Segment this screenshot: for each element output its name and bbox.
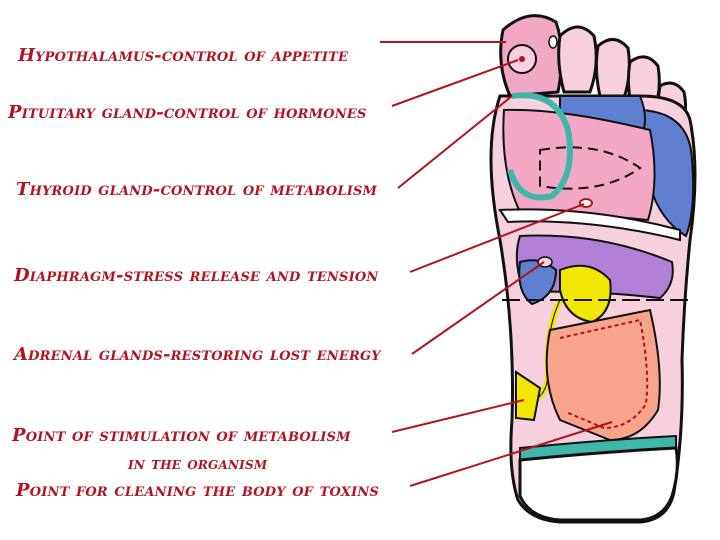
toe-dot [548,35,558,49]
intestine-zone [545,308,661,442]
label-toxins: Point for cleaning the body of toxins [16,480,380,501]
leader-toxins [409,421,613,487]
label-diaphragm: Diaphragm-stress release and tension [14,265,379,286]
label-pituitary: Pituitary gland-control of hormones [8,102,367,123]
label-metabolism: Point of stimulation of metabolism [12,425,351,446]
leader-adrenal [411,261,545,355]
second-toe [557,25,598,94]
thyroid-zone [507,92,573,201]
heel [518,446,679,522]
label-adrenal: Adrenal glands-restoring lost energy [14,344,381,365]
leader-thyroid [397,95,513,189]
label-hypothalamus: Hypothalamus-control of appetite [18,45,349,66]
third-toe [594,38,631,100]
toes [499,14,688,130]
leader-lines [380,41,613,487]
leader-metabolism [391,399,525,433]
diaphragm-band [498,208,681,242]
chest-zone [502,108,656,222]
yellow-organ [559,264,612,324]
leader-diaphragm [409,203,585,273]
label-thyroid: Thyroid gland-control of metabolism [16,179,378,200]
label-metabolism-line2: in the organism [128,454,268,474]
leader-pituitary [391,59,519,107]
